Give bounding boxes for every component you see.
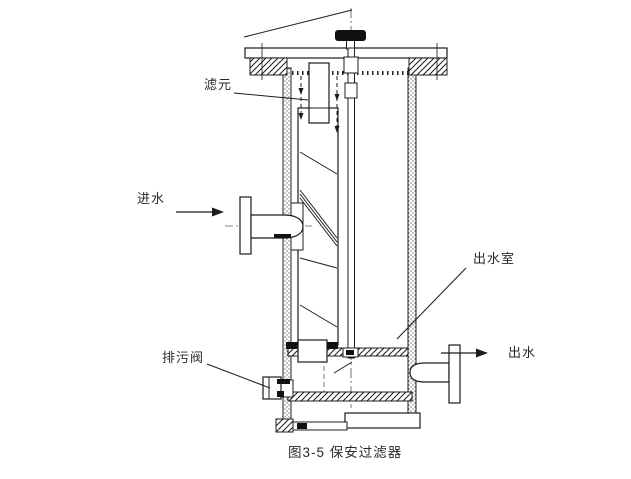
filter-element-label: 滤元 [204, 77, 232, 92]
seal-right [327, 342, 338, 349]
flow-arrows [298, 76, 340, 133]
leader-line-filter-element [233, 92, 309, 101]
filter-cap [308, 62, 330, 124]
outlet-chamber-label: 出水室 [473, 251, 515, 266]
drain-valve [262, 376, 294, 400]
leader-line-top [243, 9, 353, 38]
inlet-assembly [225, 196, 312, 255]
leader-line-drain-valve [206, 363, 271, 389]
inlet-label: 进水 [137, 191, 165, 206]
knob [335, 30, 366, 41]
base-foot-hatched [275, 418, 294, 433]
rod-coupling-lower [344, 82, 358, 99]
drain-valve-label: 排污阀 [162, 350, 204, 365]
inlet-flange [239, 196, 252, 255]
flange-left [249, 57, 288, 76]
tie-rod [343, 47, 359, 359]
element-bottom-socket [286, 339, 338, 363]
vessel-wall-right [407, 67, 417, 414]
inlet-seal [274, 234, 291, 238]
base-block [297, 423, 307, 429]
outlet-assembly [409, 344, 461, 404]
leader-line-outlet-chamber [396, 267, 467, 340]
base-slab-right [344, 412, 421, 429]
vessel-wall-left [282, 67, 292, 423]
outlet-arrow [441, 348, 488, 358]
inlet-arrow [176, 207, 224, 217]
seal-left [286, 342, 298, 349]
filter-element-body [297, 107, 339, 346]
rod-coupling-upper [343, 56, 359, 74]
tube-sheet-lower [287, 391, 413, 402]
inlet-pipe [250, 214, 304, 239]
outlet-flange [448, 344, 461, 404]
flange-right [408, 57, 448, 76]
outlet-pipe [409, 362, 450, 383]
outlet-label: 出水 [508, 345, 536, 360]
figure-caption: 图3-5 保安过滤器 [288, 445, 402, 460]
base-support [275, 412, 421, 433]
filter-media-hatching [299, 151, 338, 328]
handwheel [335, 30, 366, 50]
tie-rod-foot [333, 347, 359, 374]
